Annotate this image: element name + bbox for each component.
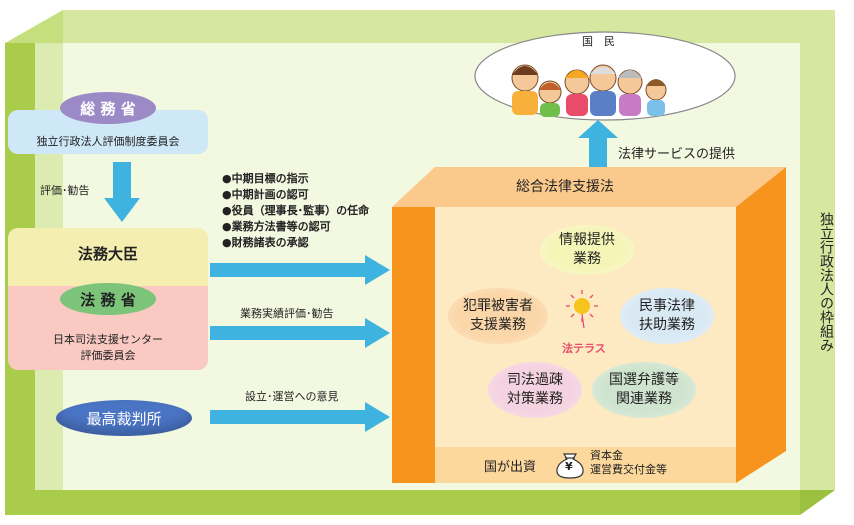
performance-label: 業務実績評価･勧告 [240,307,334,320]
service-defense-label: 国選弁護等 関連業務 [609,372,679,407]
soumu-label: 総 務 省 [80,99,136,118]
bullet-item: ●役員（理事長･監事）の任命 [222,204,370,217]
bullet-item: ●中期目標の指示 [222,172,309,185]
service-arrow [578,120,618,168]
performance-arrow [210,318,390,348]
service-victim-label: 犯罪被害者 支援業務 [463,298,533,333]
houmu-label: 法 務 省 [80,290,136,309]
bullet-item: ●業務方法書等の認可 [222,220,331,233]
evaluation-arrow [104,162,140,222]
bullet-item: ●財務諸表の承認 [222,236,309,249]
service-rural-label: 司法過疎 対策業務 [507,372,563,407]
opinion-arrow [210,402,390,432]
service-defense: 国選弁護等 関連業務 [592,362,696,418]
funding-label: 国が出資 [484,460,537,475]
supreme-court-label: 最高裁判所 [86,409,162,428]
box-title: 総合法律支援法 [516,179,614,195]
bullet-item: ●中期計画の認可 [222,188,309,201]
citizens-group [474,31,736,121]
service-rural: 司法過疎 対策業務 [488,362,582,418]
houterasu-sun-icon [566,290,598,329]
evaluation-label: 評価･勧告 [40,184,90,197]
service-provision-label: 法律サービスの提供 [618,147,736,162]
citizens-label: 国 民 [582,35,615,48]
soumu-committee: 独立行政法人評価制度委員会 [36,135,180,148]
houterasu-logo: 法テラス [562,342,606,355]
money-bag-icon [556,453,584,479]
funding-items: 資本金 運営費交付金等 [590,449,667,477]
people-illustration [511,64,667,117]
service-civil-label: 民事法律 扶助業務 [639,298,695,333]
service-victim: 犯罪被害者 支援業務 [448,288,548,344]
houmu-committee-line2: 評価委員会 [80,349,136,362]
service-info: 情報提供 業務 [540,225,634,275]
houmu-oval: 法 務 省 [60,283,156,315]
funding-item: 資本金 [590,449,623,462]
service-info-label: 情報提供 業務 [559,232,615,267]
minister-powers-list: ●中期目標の指示 ●中期計画の認可 ●役員（理事長･監事）の任命 ●業務方法書等… [222,171,369,251]
funding-item: 運営費交付金等 [590,463,667,476]
houmu-committee-line1: 日本司法支援センター [53,333,163,346]
supreme-court-oval: 最高裁判所 [56,400,192,436]
service-civil: 民事法律 扶助業務 [620,288,714,344]
minister-label: 法務大臣 [77,245,138,263]
minister-arrow [210,255,390,285]
yen-symbol: ¥ [565,460,573,473]
framework-title: 独立行政法人の枠組み [818,212,834,352]
minister-panel [8,228,208,286]
soumu-oval: 総 務 省 [60,92,156,124]
opinion-label: 設立･運営への意見 [245,390,339,403]
